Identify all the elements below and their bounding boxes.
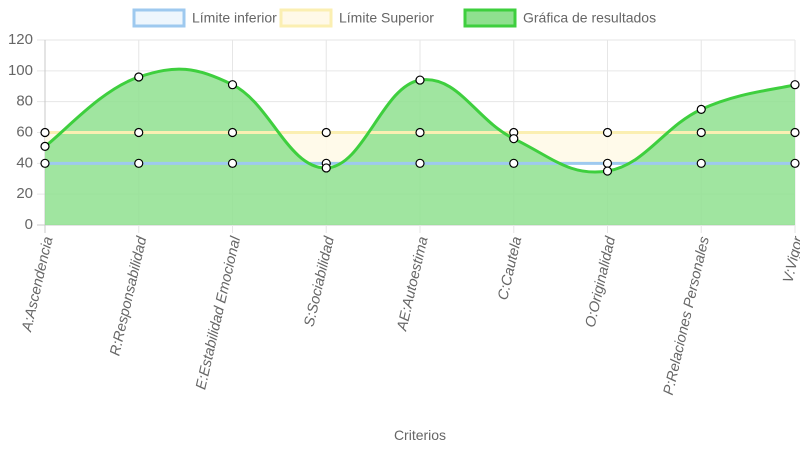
upper-limit-point[interactable]: [602, 127, 613, 138]
legend-label: Gráfica de resultados: [523, 10, 656, 26]
result-point[interactable]: [227, 80, 238, 90]
result-point[interactable]: [40, 141, 50, 151]
y-tick-label: 60: [16, 123, 33, 140]
lower-limit-point[interactable]: [602, 158, 613, 168]
chart-legend[interactable]: Límite inferior Límite Superior Gráfica de…: [132, 8, 656, 28]
upper-limit-point[interactable]: [227, 127, 238, 138]
y-tick-label: 20: [16, 185, 33, 202]
y-tick-label: 120: [8, 31, 33, 48]
x-tick-label: S:Sociabilidad: [302, 234, 338, 328]
data-points-layer: [40, 72, 800, 176]
x-tick-label: P:Relaciones Personales: [661, 235, 713, 396]
legend-item[interactable]: Límite inferior: [132, 8, 277, 28]
x-tick-label: A:Ascendencia: [19, 235, 57, 334]
lower-limit-point[interactable]: [509, 158, 519, 168]
legend-swatch: [132, 8, 186, 28]
result-point[interactable]: [134, 72, 144, 82]
y-tick-label: 80: [16, 93, 33, 110]
lower-limit-point[interactable]: [696, 158, 706, 168]
results-area-layer: [45, 69, 795, 225]
upper-limit-point[interactable]: [321, 127, 331, 138]
result-point[interactable]: [415, 75, 425, 85]
result-point[interactable]: [602, 166, 613, 176]
y-tick-label: 0: [25, 216, 33, 233]
lower-limit-point[interactable]: [790, 158, 800, 168]
x-tick-label: R:Responsabilidad: [107, 234, 150, 357]
upper-limit-point[interactable]: [696, 127, 706, 138]
legend-swatch: [463, 8, 517, 28]
upper-limit-point[interactable]: [134, 127, 144, 138]
y-tick-label: 100: [8, 62, 33, 79]
lower-limit-point[interactable]: [40, 158, 50, 168]
result-point[interactable]: [696, 104, 706, 114]
x-tick-label: V:Vigor: [780, 234, 800, 285]
legend-item[interactable]: Límite Superior: [279, 8, 434, 28]
legend-label: Límite inferior: [192, 10, 277, 26]
lower-limit-point[interactable]: [134, 158, 144, 168]
y-axis-ticks: 0 20 40 60 80 100 120: [8, 31, 33, 233]
upper-limit-point[interactable]: [790, 127, 800, 138]
x-tick-label: E:Estabilidad Emocional: [193, 234, 244, 391]
result-point[interactable]: [790, 80, 800, 90]
legend-swatch: [279, 8, 333, 28]
legend-label: Límite Superior: [339, 10, 434, 26]
x-tick-label: O:Originalidad: [583, 234, 620, 329]
x-tick-label: AE:Autoestima: [394, 235, 431, 333]
upper-limit-point[interactable]: [415, 127, 425, 138]
x-axis-ticks: A:Ascendencia R:Responsabilidad E:Estabili…: [19, 234, 800, 397]
lower-limit-point[interactable]: [227, 158, 238, 168]
result-point[interactable]: [321, 163, 331, 173]
x-axis-title: Criterios: [394, 427, 446, 443]
lower-limit-point[interactable]: [415, 158, 425, 168]
results-area-fill: [45, 69, 795, 225]
upper-limit-point[interactable]: [40, 127, 50, 138]
y-tick-label: 40: [16, 154, 33, 171]
legend-item[interactable]: Gráfica de resultados: [463, 8, 656, 28]
x-tick-label: C:Cautela: [495, 235, 525, 301]
result-point[interactable]: [509, 134, 519, 144]
